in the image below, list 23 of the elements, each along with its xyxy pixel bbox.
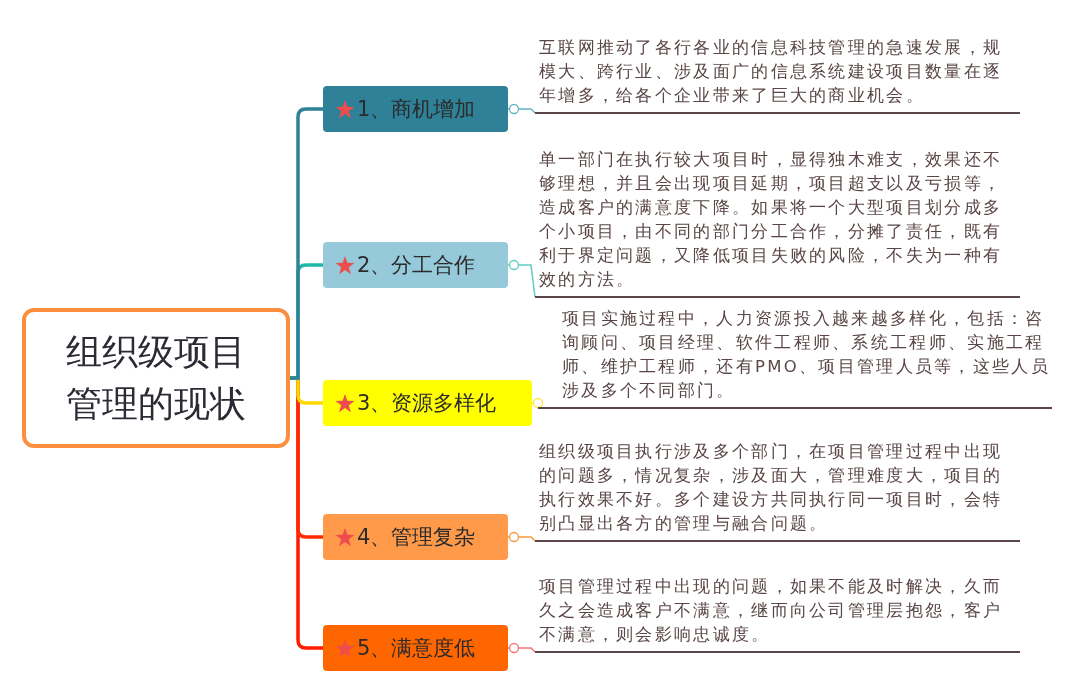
topic-box <box>323 625 508 671</box>
topic-box <box>323 514 508 560</box>
central-topic-text: 组织级项目管理的现状 <box>65 330 247 426</box>
description-text: 项目实施过程中，人力资源投入越来越多样化，包括：咨询顾问、项目经理、软件工程师、系统工程师、实施工程师、维护工程师，还有PMO、项目管理人员等，这些人员涉及多个不同部门。 <box>538 307 1052 409</box>
topic-label: 1、商机增加 <box>357 96 476 123</box>
branch-line <box>290 107 323 380</box>
description-text: 组织级项目执行涉及多个部门，在项目管理过程中出现的问题多，情况复杂，涉及面大，管理难度大，项目的执行效果不好。多个建设方共同执行同一项目时，会特别凸显出各方的管理与融合问题。 <box>535 440 1020 542</box>
topic-label: 4、管理复杂 <box>357 524 476 551</box>
description-text: 互联网推动了各行各业的信息科技管理的急速发展，规模大、跨行业、涉及面广的信息系统建设项目数量在逐年增多，给各个企业带来了巨大的商业机会。 <box>535 36 1020 114</box>
branch-line <box>507 642 536 654</box>
description-text: 单一部门在执行较大项目时，显得独木难支，效果还不够理想，并且会出现项目延期，项目超支以及亏损等，造成客户的满意度下降。如果将一个大型项目划分成多个小项目，由不同的部门分工合作，分摊了责任，既有利于界定问题，又降低项目失败的风险，不失为一种有效的方法。 <box>535 148 1020 298</box>
topic-box <box>323 380 532 426</box>
topic-box <box>323 86 508 132</box>
branch-line <box>507 259 536 298</box>
description-text: 项目管理过程中出现的问题，如果不能及时解决，久而久之会造成客户不满意，继而向公司管理层抱怨，客户不满意，则会影响忠诚度。 <box>535 575 1020 653</box>
topic-label: 3、资源多样化 <box>357 390 497 417</box>
branch-line <box>507 103 536 115</box>
topic-label: 2、分工合作 <box>357 252 476 279</box>
branch-line <box>531 397 544 409</box>
central-topic-box <box>22 308 290 448</box>
branch-line <box>507 531 536 543</box>
topic-box <box>323 242 508 288</box>
topic-label: 5、满意度低 <box>357 635 476 662</box>
